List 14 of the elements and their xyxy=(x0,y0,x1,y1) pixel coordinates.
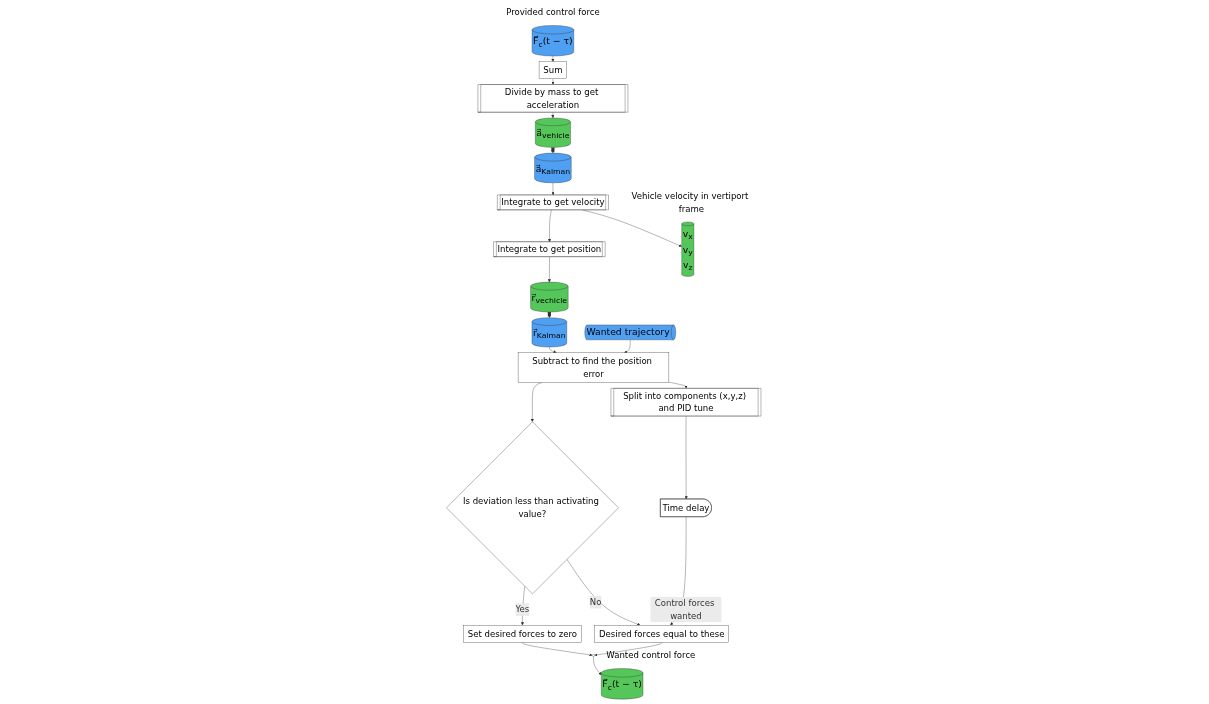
arrow xyxy=(550,112,554,119)
node-circle xyxy=(591,654,595,657)
node-label: Vehicle velocity in vertiport frame xyxy=(631,191,748,214)
edge-label: No xyxy=(589,597,601,608)
node-box: Desired forces equal to these xyxy=(594,625,729,643)
node-label: Provided control force xyxy=(505,7,600,18)
node-box: Subtract to find the position error xyxy=(517,352,669,383)
edge-label: Control forces wanted xyxy=(654,598,714,621)
node-box: Set desired forces to zero xyxy=(462,625,581,643)
edge-label: Yes xyxy=(515,604,529,615)
node-text: Wanted trajectory xyxy=(585,326,670,338)
node-diamond: Is deviation less than activating value? xyxy=(445,421,619,595)
node-box: Sum xyxy=(538,61,567,79)
node-label: Wanted control force xyxy=(605,650,695,661)
